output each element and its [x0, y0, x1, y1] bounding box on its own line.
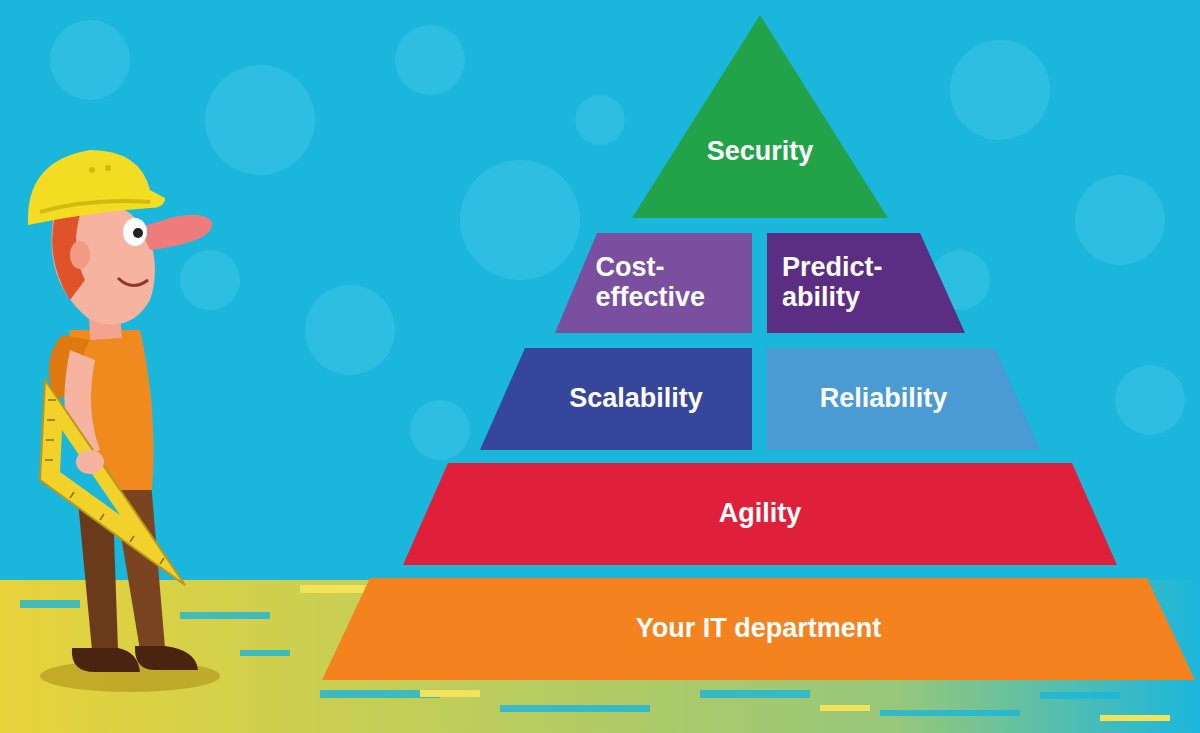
block-label: Scalability	[569, 384, 703, 414]
engineer-figure	[28, 150, 220, 692]
block-label: Security	[707, 137, 814, 167]
texture-blobs	[50, 20, 1185, 460]
block-label: Cost- effective	[596, 253, 736, 312]
block-label: Reliability	[820, 384, 948, 414]
pyramid-band: Agility	[403, 463, 1117, 565]
shape-fill	[767, 233, 965, 333]
block-label: Your IT department	[636, 614, 882, 644]
shape-fill	[403, 463, 1117, 565]
shape-fill	[632, 15, 888, 218]
block-label: Predict- ability	[782, 253, 922, 312]
pyramid-block: Cost- effective	[555, 233, 752, 333]
pyramid-block: Reliability	[767, 348, 1040, 450]
block-label: Agility	[719, 499, 802, 529]
pyramid-block: Scalability	[480, 348, 752, 450]
security-triangle: Security	[632, 15, 888, 218]
shape-fill	[555, 233, 752, 333]
shape-fill	[767, 348, 1040, 450]
shape-outline	[632, 15, 888, 218]
shape-fill	[322, 578, 1195, 680]
pyramid-block: Predict- ability	[767, 233, 965, 333]
shape-fill	[480, 348, 752, 450]
pyramid-band: Your IT department	[322, 578, 1195, 680]
